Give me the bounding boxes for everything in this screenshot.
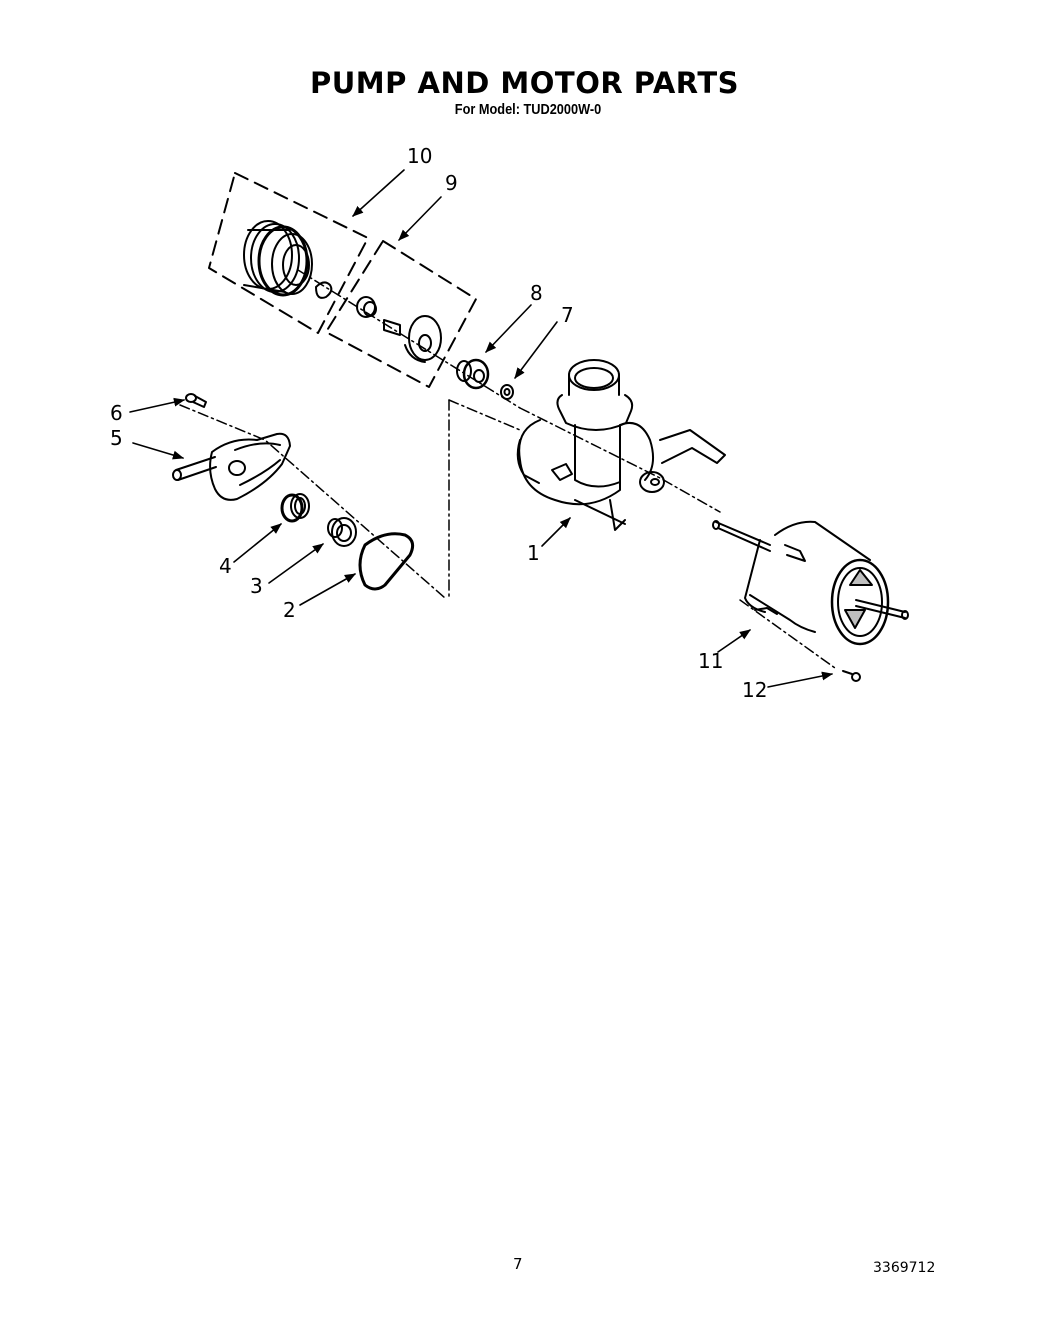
leader-7 [514, 321, 558, 379]
leader-3 [268, 543, 324, 584]
callout-6: 6 [110, 401, 123, 425]
part-8-seal [456, 358, 490, 390]
part-bushing [356, 296, 377, 318]
callout-9: 9 [445, 171, 458, 195]
leader-12 [767, 671, 834, 688]
leader-9 [398, 196, 442, 241]
leader-8 [485, 304, 532, 353]
callout-12: 12 [742, 678, 768, 702]
part-3-seal [327, 517, 357, 547]
leader-6 [129, 397, 186, 413]
part-2-gasket [358, 532, 415, 591]
part-9-impeller [383, 315, 442, 363]
part-11-motor [712, 520, 909, 646]
leader-1 [541, 517, 571, 547]
part-clip [315, 281, 333, 299]
part-10-threaded-cover [243, 220, 313, 297]
page-number: 7 [513, 1255, 523, 1273]
callout-10: 10 [407, 144, 433, 168]
part-1-pump-housing [516, 359, 726, 531]
callout-1: 1 [527, 541, 540, 565]
page-title: PUMP AND MOTOR PARTS [310, 66, 739, 100]
kit-box-9 [325, 240, 477, 388]
callout-3: 3 [250, 574, 263, 598]
part-12-screw [842, 670, 861, 682]
part-4-bearing [280, 493, 310, 523]
leader-11 [717, 629, 751, 653]
leader-4 [233, 523, 282, 563]
callout-8: 8 [530, 281, 543, 305]
callout-5: 5 [110, 426, 123, 450]
part-5-cover-plate [172, 432, 291, 501]
callout-4: 4 [219, 554, 232, 578]
exploded-parts-diagram [129, 169, 909, 688]
part-6-screw [185, 393, 207, 408]
page-subtitle: For Model: TUD2000W-0 [454, 101, 602, 118]
kit-box-10 [208, 172, 369, 334]
callout-7: 7 [561, 303, 574, 327]
leader-10 [352, 169, 405, 217]
leader-2 [299, 573, 356, 606]
leader-5 [132, 442, 185, 460]
callout-11: 11 [698, 649, 724, 673]
callout-2: 2 [283, 598, 296, 622]
leader-lines [129, 169, 834, 688]
document-code: 3369712 [873, 1260, 936, 1276]
part-7-washer [500, 384, 514, 400]
